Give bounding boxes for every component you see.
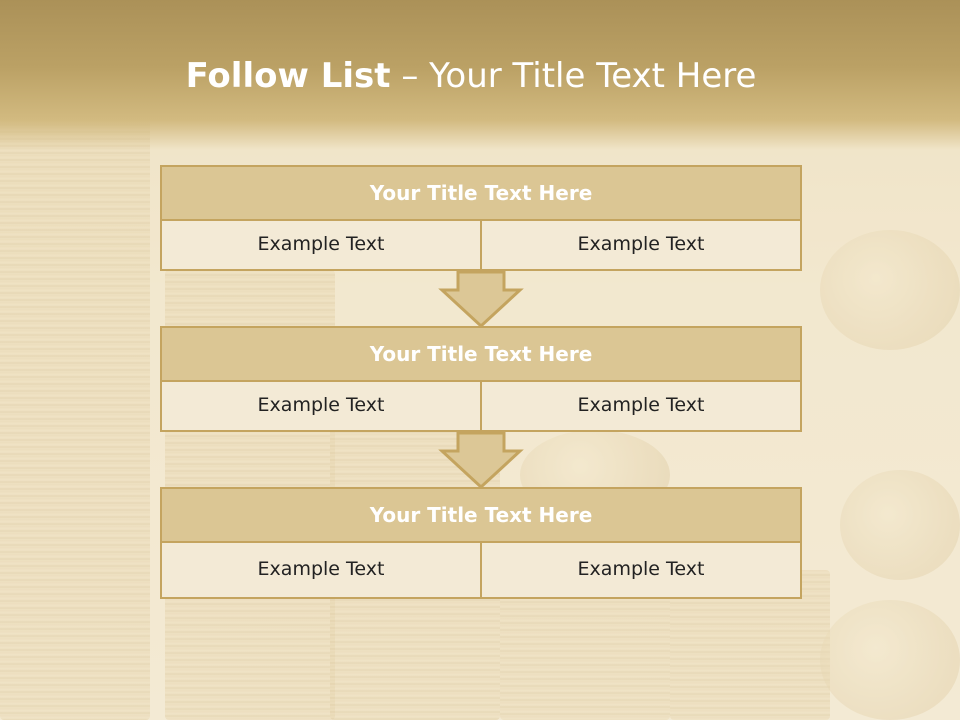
header-band [0,0,960,150]
list-block-1: Your Title Text Here Example Text Exampl… [160,165,802,271]
block-cell-right: Example Text [480,543,800,597]
title-bold: Follow List [185,56,391,96]
coin [820,600,960,720]
block-row: Example Text Example Text [160,543,802,599]
block-cell-right: Example Text [480,221,800,269]
block-title: Your Title Text Here [160,487,802,543]
down-arrow-icon [438,431,524,490]
block-row: Example Text Example Text [160,382,802,432]
block-row: Example Text Example Text [160,221,802,271]
down-arrow-icon [438,270,524,329]
title-rest: – Your Title Text Here [401,56,757,96]
block-cell-left: Example Text [257,233,385,255]
block-cell-left: Example Text [257,394,385,416]
list-block-2: Your Title Text Here Example Text Exampl… [160,326,802,432]
coin [820,230,960,350]
slide-title: Follow List – Your Title Text Here [0,52,942,100]
list-block-3: Your Title Text Here Example Text Exampl… [160,487,802,599]
block-cell-left: Example Text [257,558,385,580]
block-cell-right: Example Text [480,382,800,430]
coin [840,470,960,580]
block-title: Your Title Text Here [160,326,802,382]
coin-stack [0,120,150,720]
block-title: Your Title Text Here [160,165,802,221]
